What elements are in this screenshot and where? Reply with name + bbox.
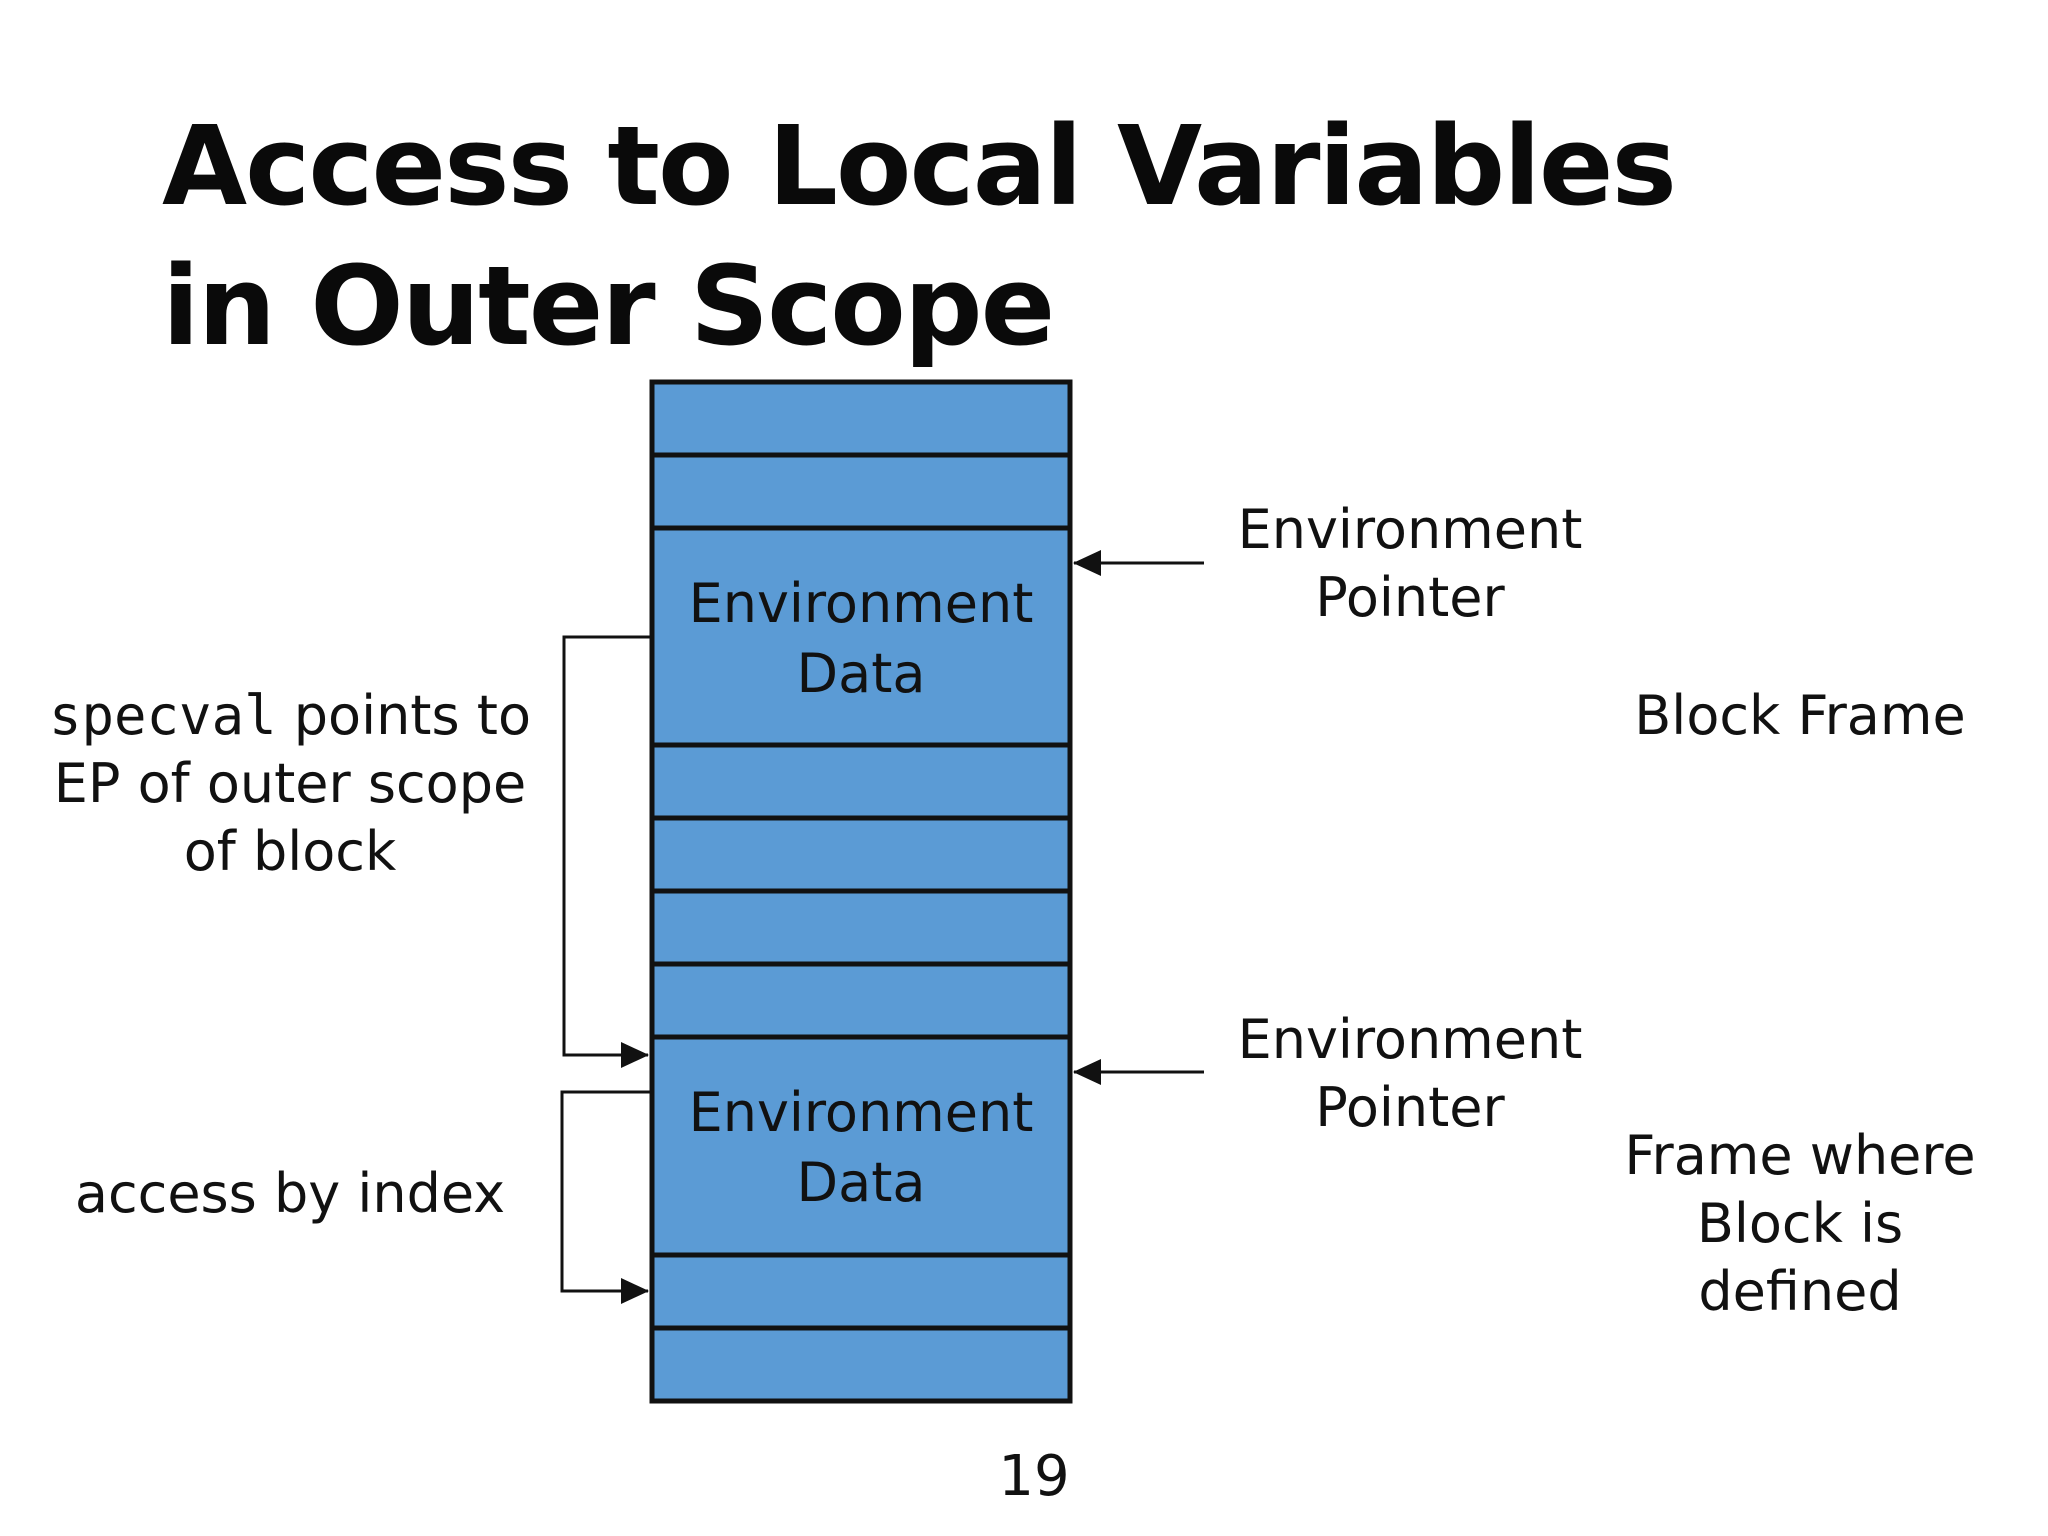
stack-cell <box>649 961 1073 1040</box>
specval-code: specval <box>49 684 277 747</box>
page-number: 19 <box>998 1444 1070 1509</box>
stack-cell <box>649 452 1073 531</box>
ep-lower-line2: Pointer <box>1315 1076 1505 1139</box>
access-by-index-text: access by index <box>74 1162 506 1225</box>
specval-line3: of block <box>183 820 397 883</box>
specval-points-to: points to <box>276 684 531 747</box>
stack-cell <box>649 742 1073 821</box>
env-data-lower-cell <box>649 1034 1073 1258</box>
defining-frame-line1: Frame where <box>1624 1124 1976 1187</box>
specval-label: specval points to EP of outer scope of b… <box>20 682 560 886</box>
access-by-index-label: access by index <box>40 1160 540 1228</box>
env-data-lower-line2: Data <box>797 1151 926 1214</box>
environment-pointer-lower-label: Environment Pointer <box>1220 1006 1600 1142</box>
stack-cell <box>649 1252 1073 1331</box>
stack-cells <box>649 379 1073 1404</box>
env-data-upper-line1: Environment <box>689 572 1034 635</box>
env-data-upper-line2: Data <box>797 642 926 705</box>
defining-frame-label: Frame where Block is defined <box>1600 1122 2000 1326</box>
environment-pointer-upper-label: Environment Pointer <box>1220 496 1600 632</box>
stack-cell <box>649 888 1073 967</box>
specval-line1: specval points to <box>20 682 560 750</box>
block-frame-text: Block Frame <box>1634 684 1966 747</box>
ep-upper-line1: Environment <box>1237 498 1583 561</box>
env-data-upper-cell <box>649 525 1073 748</box>
env-data-lower-line1: Environment <box>689 1081 1034 1144</box>
ep-upper-line2: Pointer <box>1315 566 1505 629</box>
block-frame-label: Block Frame <box>1600 682 2000 750</box>
title-line-1: Access to Local Variables <box>162 102 1677 230</box>
specval-link-arrow <box>562 635 650 1068</box>
slide-title: Access to Local Variables in Outer Scope <box>162 96 1677 376</box>
stack-cell <box>649 1325 1073 1404</box>
defining-frame-line2: Block is <box>1696 1192 1904 1255</box>
stack-cell <box>649 815 1073 894</box>
title-line-2: in Outer Scope <box>162 242 1055 370</box>
ep-lower-line1: Environment <box>1237 1008 1583 1071</box>
access-by-index-arrow <box>560 1090 650 1304</box>
defining-frame-line3: defined <box>1698 1260 1902 1323</box>
specval-line2: EP of outer scope <box>53 752 527 815</box>
stack-cell <box>649 379 1073 458</box>
